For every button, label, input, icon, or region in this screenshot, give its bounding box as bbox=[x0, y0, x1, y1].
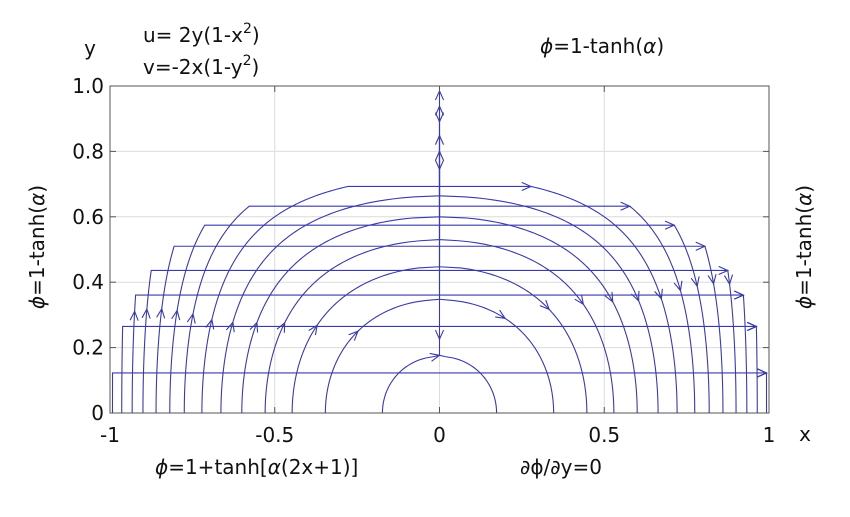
bc-top-label: ϕ=1-tanh(α) bbox=[540, 34, 664, 58]
streamline bbox=[381, 90, 498, 414]
streamline-arrow bbox=[156, 307, 166, 319]
streamline-arrow bbox=[654, 288, 663, 301]
streamline-arrow bbox=[171, 309, 181, 321]
streamline bbox=[264, 135, 615, 414]
streamline bbox=[241, 151, 638, 413]
streamline bbox=[201, 185, 678, 414]
streamline-arrow bbox=[434, 134, 445, 145]
streamline-arrow bbox=[757, 368, 768, 378]
streamline bbox=[155, 245, 724, 413]
v-equation: v=-2x(1-y2) bbox=[143, 53, 259, 79]
streamline bbox=[111, 372, 768, 413]
streamline-arrow bbox=[348, 330, 359, 341]
y-tick-label: 1.0 bbox=[72, 74, 104, 98]
streamline-arrow bbox=[434, 159, 445, 171]
streamline-arrow bbox=[723, 274, 734, 286]
streamline-arrow bbox=[521, 181, 533, 192]
bc-right-label: ϕ=1-tanh(α) bbox=[792, 185, 816, 309]
y-tick-label: 0.6 bbox=[72, 205, 104, 229]
streamline bbox=[220, 168, 659, 414]
streamline-arrow bbox=[141, 307, 151, 319]
x-tick-label: -0.5 bbox=[255, 423, 294, 447]
y-tick-label: 0.4 bbox=[72, 270, 104, 294]
streamline-arrow bbox=[707, 273, 717, 286]
streamline-arrow bbox=[539, 299, 551, 311]
bc-bottom-right-label: ∂ϕ/∂y=0 bbox=[520, 455, 602, 479]
x-tick-label: 1 bbox=[763, 423, 776, 447]
streamline-arrow bbox=[434, 112, 445, 124]
y-axis-label: y bbox=[84, 36, 96, 60]
streamline-arrow bbox=[129, 309, 139, 321]
y-tick-label: 0.2 bbox=[72, 336, 104, 360]
streamline-arrow bbox=[718, 265, 730, 276]
streamline-arrow bbox=[690, 276, 700, 288]
streamlines bbox=[111, 89, 768, 414]
x-axis-label: x bbox=[799, 422, 811, 446]
streamline-arrow bbox=[620, 201, 632, 211]
x-tick-label: -1 bbox=[100, 423, 120, 447]
x-tick-label: 0.5 bbox=[588, 423, 620, 447]
streamline bbox=[169, 224, 710, 413]
streamline-arrow bbox=[276, 321, 286, 333]
streamline-arrow bbox=[434, 150, 445, 161]
streamline bbox=[183, 205, 696, 413]
streamline-arrow bbox=[695, 241, 707, 251]
x-tick-label: 0 bbox=[433, 423, 446, 447]
streamline-arrow bbox=[495, 309, 507, 320]
streamline-arrow bbox=[434, 329, 445, 341]
streamline bbox=[142, 269, 737, 413]
streamline-arrow bbox=[249, 321, 259, 333]
streamline-arrow bbox=[664, 220, 676, 230]
streamline-arrow bbox=[673, 280, 683, 292]
y-tick-label: 0 bbox=[91, 401, 104, 425]
streamline-arrow bbox=[434, 104, 445, 116]
tick-marks: -1 -0.5 0 0.5 1 0 0.2 0.4 0.6 0.8 1.0 bbox=[72, 74, 775, 447]
streamline-arrow bbox=[225, 320, 235, 333]
streamline-arrow bbox=[747, 321, 758, 332]
bc-bottom-left-label: ϕ=1+tanh[α(2x+1)] bbox=[155, 455, 358, 479]
streamline-arrow bbox=[604, 291, 614, 304]
streamline bbox=[131, 294, 748, 413]
streamline-arrow bbox=[429, 352, 441, 362]
streamline-arrow bbox=[308, 324, 318, 336]
bc-left-label: ϕ=1-tanh(α) bbox=[25, 185, 49, 309]
y-tick-label: 0.8 bbox=[72, 139, 104, 163]
streamline-arrow bbox=[574, 294, 585, 306]
streamline bbox=[121, 325, 758, 413]
streamline bbox=[324, 106, 555, 413]
streamline-arrow bbox=[631, 290, 640, 303]
u-equation: u= 2y(1-x2) bbox=[143, 21, 260, 47]
streamline bbox=[291, 120, 588, 414]
streamline-arrow bbox=[186, 312, 196, 324]
streamline-arrow bbox=[734, 290, 745, 300]
